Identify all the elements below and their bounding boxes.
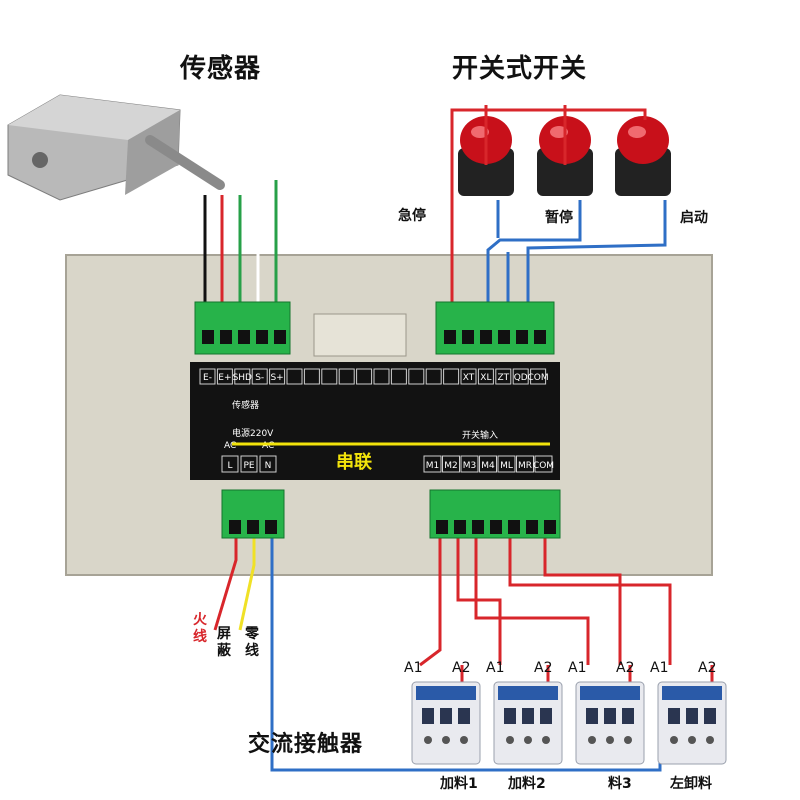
contactor-1: A1 A2 xyxy=(404,660,481,765)
power-caption: 电源220V xyxy=(232,427,274,439)
sensor-title: 传感器 xyxy=(180,54,262,84)
top-terminal-cell xyxy=(390,368,407,385)
series-label: 串联 xyxy=(336,452,372,473)
top-terminal-cell xyxy=(286,368,303,385)
start-label: 启动 xyxy=(680,210,708,226)
top-terminal-label: E- xyxy=(203,373,212,383)
top-terminal-label: COM xyxy=(528,373,549,383)
ac-mark-right: AC xyxy=(262,441,274,451)
top-terminal-label: ZT xyxy=(497,373,509,383)
sensor-wires xyxy=(203,180,278,318)
top-terminal-label: S+ xyxy=(270,373,283,383)
top-terminal-label: SHD xyxy=(233,373,252,383)
power-terminal-label: L xyxy=(227,461,232,471)
switch-caption: 开关输入 xyxy=(462,429,498,441)
shield-wire-label: 屏蔽 xyxy=(217,626,231,659)
top-terminal-cell xyxy=(443,368,460,385)
top-terminal-cell xyxy=(338,368,355,385)
power-terminal-labels: L PE N xyxy=(221,455,277,473)
top-terminal-cell xyxy=(251,368,268,385)
contactor-caption-1: 加料1 xyxy=(440,776,478,792)
panel-window xyxy=(313,313,407,357)
output-terminal-cell xyxy=(442,455,460,473)
contactor-3: A1 A2 xyxy=(568,660,645,765)
contactor-4: A1 A2 xyxy=(650,660,727,765)
top-terminal-cell xyxy=(477,368,494,385)
switch-title: 开关式开关 xyxy=(452,54,588,84)
output-terminal-cell xyxy=(460,455,479,473)
neutral-wire-label: 零线 xyxy=(245,626,259,659)
ac-mark-left: AC xyxy=(224,441,236,451)
output-terminal-block xyxy=(429,489,561,539)
contactor-a2-label: A2 xyxy=(616,660,634,676)
output-terminal-cell xyxy=(534,455,553,473)
top-terminal-cell xyxy=(425,368,442,385)
contactor-a2-label: A2 xyxy=(534,660,552,676)
contactor-caption-3: 料3 xyxy=(608,776,632,792)
output-terminal-label: M1 xyxy=(426,461,440,471)
sensor-terminal-block xyxy=(194,301,291,355)
output-terminal-cell xyxy=(497,455,516,473)
power-terminal-cell xyxy=(259,455,277,473)
top-terminal-label: S- xyxy=(255,373,264,383)
contactor-2: A1 A2 xyxy=(486,660,563,765)
contactor-a1-label: A1 xyxy=(486,660,504,676)
power-terminal-cell xyxy=(240,455,258,473)
output-terminal-cell xyxy=(423,455,442,473)
contactor-group: A1 A2 A1 A2 A1 A2 A1 A2 xyxy=(404,660,727,765)
top-terminal-cell xyxy=(321,368,338,385)
top-terminal-cell xyxy=(408,368,425,385)
top-terminal-cell xyxy=(460,368,477,385)
top-terminal-cell xyxy=(495,368,512,385)
contactor-a2-label: A2 xyxy=(698,660,716,676)
live-wire-label: 火线 xyxy=(193,612,207,645)
contactor-a1-label: A1 xyxy=(404,660,422,676)
output-terminal-label: MR xyxy=(518,461,532,471)
top-terminal-cell xyxy=(216,368,233,385)
output-terminal-cell xyxy=(516,455,534,473)
top-terminal-cell xyxy=(373,368,390,385)
power-terminal-label: N xyxy=(265,461,272,471)
output-wires xyxy=(419,530,714,685)
output-terminal-label: COM xyxy=(533,461,554,471)
power-terminal-label: PE xyxy=(243,461,254,471)
contactor-a1-label: A1 xyxy=(568,660,586,676)
top-terminal-cell xyxy=(234,368,251,385)
contactor-a2-label: A2 xyxy=(452,660,470,676)
top-terminal-cell xyxy=(199,368,216,385)
load-cell-sensor xyxy=(7,94,225,201)
power-terminal-block xyxy=(221,489,285,539)
switch-terminal-block xyxy=(435,301,555,355)
output-terminal-cell xyxy=(479,455,497,473)
top-terminal-cell xyxy=(530,368,547,385)
top-terminal-cell xyxy=(303,368,320,385)
output-terminal-label: M3 xyxy=(463,461,477,471)
contactor-caption-2: 加料2 xyxy=(508,776,546,792)
output-terminal-label: M4 xyxy=(481,461,495,471)
output-terminal-label: M2 xyxy=(444,461,458,471)
top-terminal-label: E+ xyxy=(218,373,231,383)
stop-label: 急停 xyxy=(398,208,426,224)
top-terminal-label: XT xyxy=(463,373,475,383)
top-terminal-label: QD xyxy=(514,373,528,383)
power-terminal-cell xyxy=(221,455,239,473)
top-terminal-cell xyxy=(269,368,286,385)
top-terminal-cell xyxy=(356,368,373,385)
top-terminal-label: XL xyxy=(480,373,491,383)
sensor-caption: 传感器 xyxy=(232,399,259,411)
contactor-caption-4: 左卸料 xyxy=(670,776,712,792)
start-push-button xyxy=(615,116,671,196)
output-terminal-label: ML xyxy=(500,461,513,471)
contactor-title: 交流接触器 xyxy=(248,732,364,757)
top-terminal-cell xyxy=(512,368,529,385)
pause-label: 暂停 xyxy=(545,210,573,226)
contactor-a1-label: A1 xyxy=(650,660,668,676)
